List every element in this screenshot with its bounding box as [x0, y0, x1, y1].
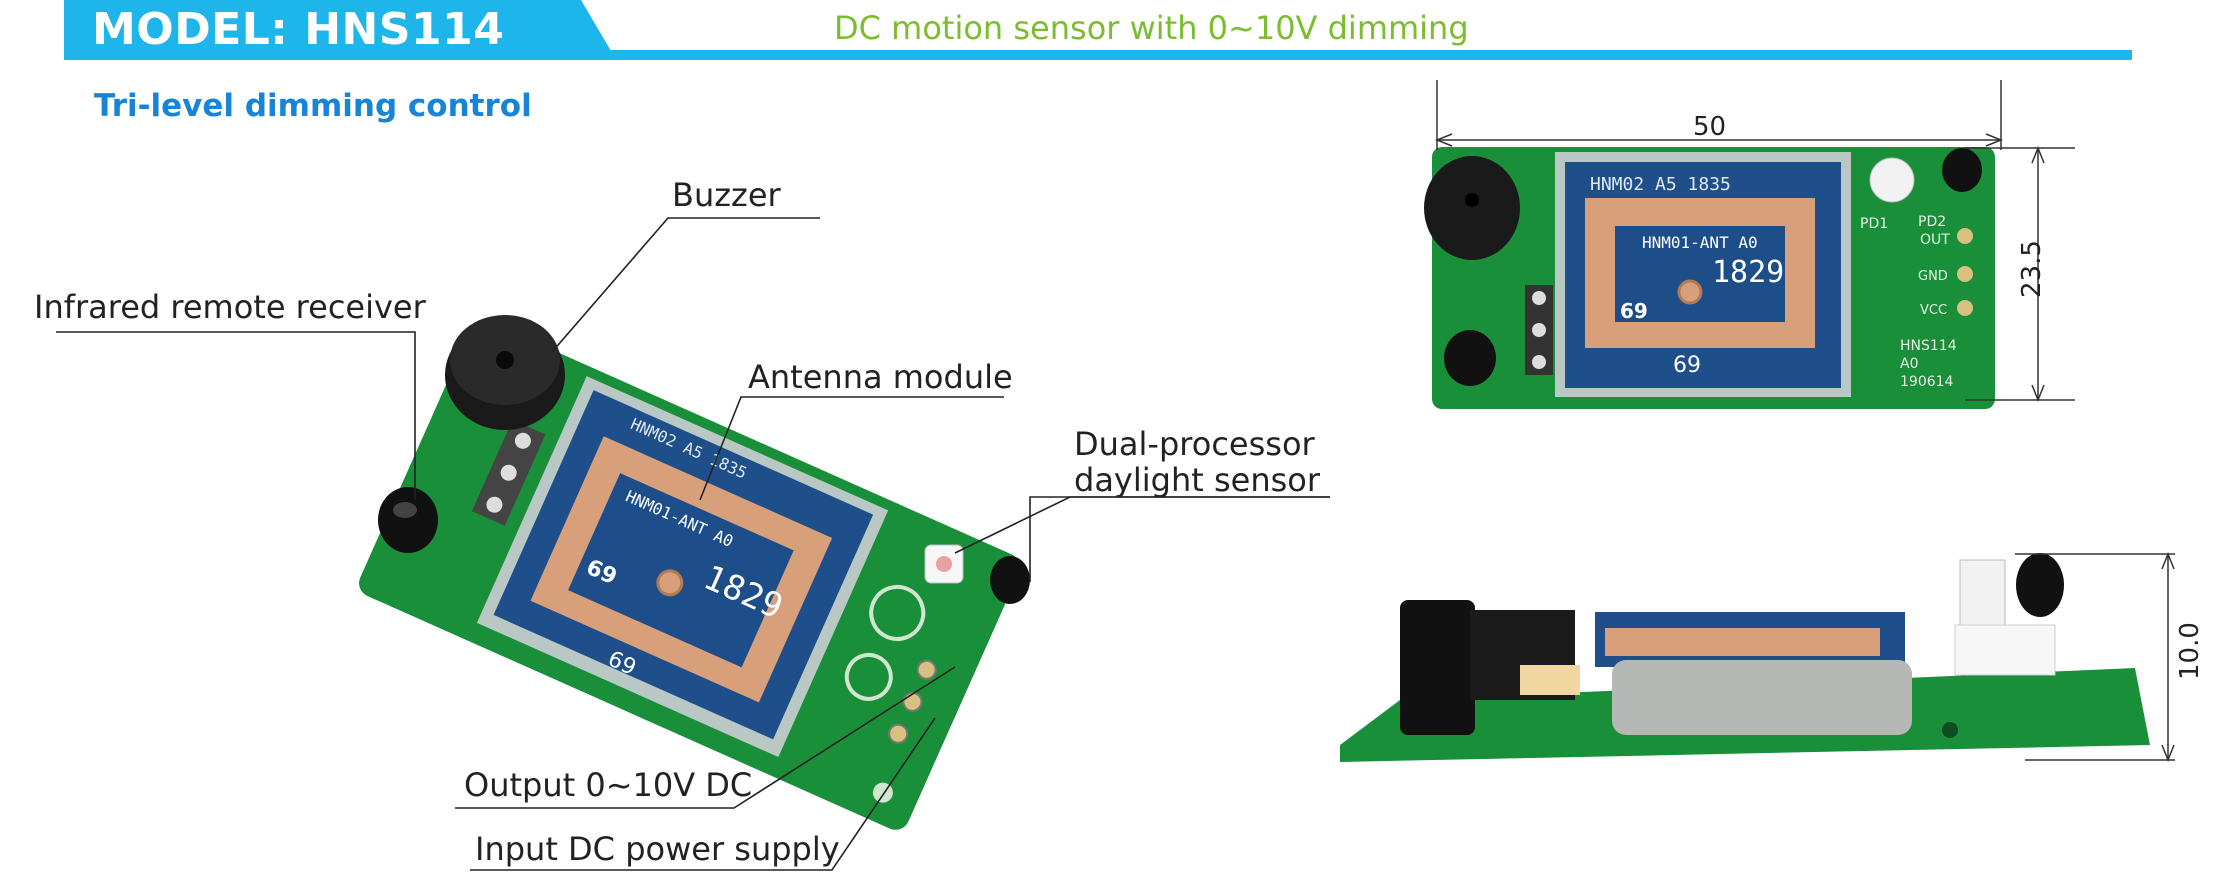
- callout-input-power: Input DC power supply: [475, 830, 840, 868]
- dimension-width: 50: [1693, 112, 1726, 142]
- section-title: Tri-level dimming control: [94, 88, 532, 124]
- callout-buzzer: Buzzer: [672, 176, 781, 214]
- callout-lines: [56, 217, 1330, 871]
- angled-board: HNM02 A5 1835 HNM01-ANT A0 1829 69 69: [359, 320, 1021, 830]
- top-chip-num: 69: [1620, 299, 1648, 323]
- top-chip-code: 1829: [1712, 255, 1784, 290]
- model-subtitle: DC motion sensor with 0~10V dimming: [834, 9, 1469, 47]
- top-photodiode: [1942, 148, 1982, 192]
- dimension-thickness: 10.0: [2175, 622, 2205, 680]
- side-view-board: [1340, 553, 2150, 762]
- top-mark-date: 190614: [1900, 374, 1954, 390]
- top-view-board: HNM02 A5 1835 HNM01-ANT A0 1829 69 69 PD…: [1424, 147, 1995, 409]
- pd2-pad: [844, 652, 893, 701]
- top-led: [1869, 157, 1915, 203]
- top-chip-label: HNM01-ANT A0: [1642, 233, 1758, 252]
- callout-daylight-sensor: daylight sensor: [1074, 461, 1320, 499]
- header-rule: [64, 50, 2132, 60]
- callout-output: Output 0~10V DC: [464, 766, 753, 804]
- top-pd2: PD2: [1918, 214, 1946, 230]
- side-ir-receiver: [1400, 600, 1475, 735]
- top-gnd: GND: [1918, 269, 1948, 284]
- side-photodiode: [2016, 553, 2064, 617]
- callout-antenna-module: Antenna module: [748, 358, 1013, 396]
- top-mark-model: HNS114: [1900, 338, 1957, 354]
- ir-receiver-body: [378, 487, 438, 553]
- daylight-sensor-photodiode: [990, 556, 1030, 604]
- callout-infrared-receiver: Infrared remote receiver: [34, 288, 426, 326]
- top-buzzer: [1424, 156, 1520, 260]
- top-pd1: PD1: [1860, 216, 1888, 232]
- side-shield: [1612, 660, 1912, 735]
- callout-dual-processor: Dual-processor: [1074, 425, 1315, 463]
- top-vcc: VCC: [1920, 303, 1947, 318]
- top-module-num: 69: [1673, 353, 1701, 378]
- header-band: [64, 0, 614, 56]
- dimension-lines-side: [2015, 551, 2175, 763]
- top-shield-label: HNM02 A5 1835: [1590, 174, 1731, 195]
- top-mark-rev: A0: [1900, 356, 1918, 372]
- pd1-pad: [869, 584, 926, 641]
- model-title: MODEL: HNS114: [92, 4, 505, 55]
- dimension-lines-top: [1434, 80, 2075, 403]
- top-ir-receiver: [1444, 330, 1496, 386]
- dimension-height: 23.5: [2017, 240, 2047, 298]
- top-out: OUT: [1920, 232, 1950, 248]
